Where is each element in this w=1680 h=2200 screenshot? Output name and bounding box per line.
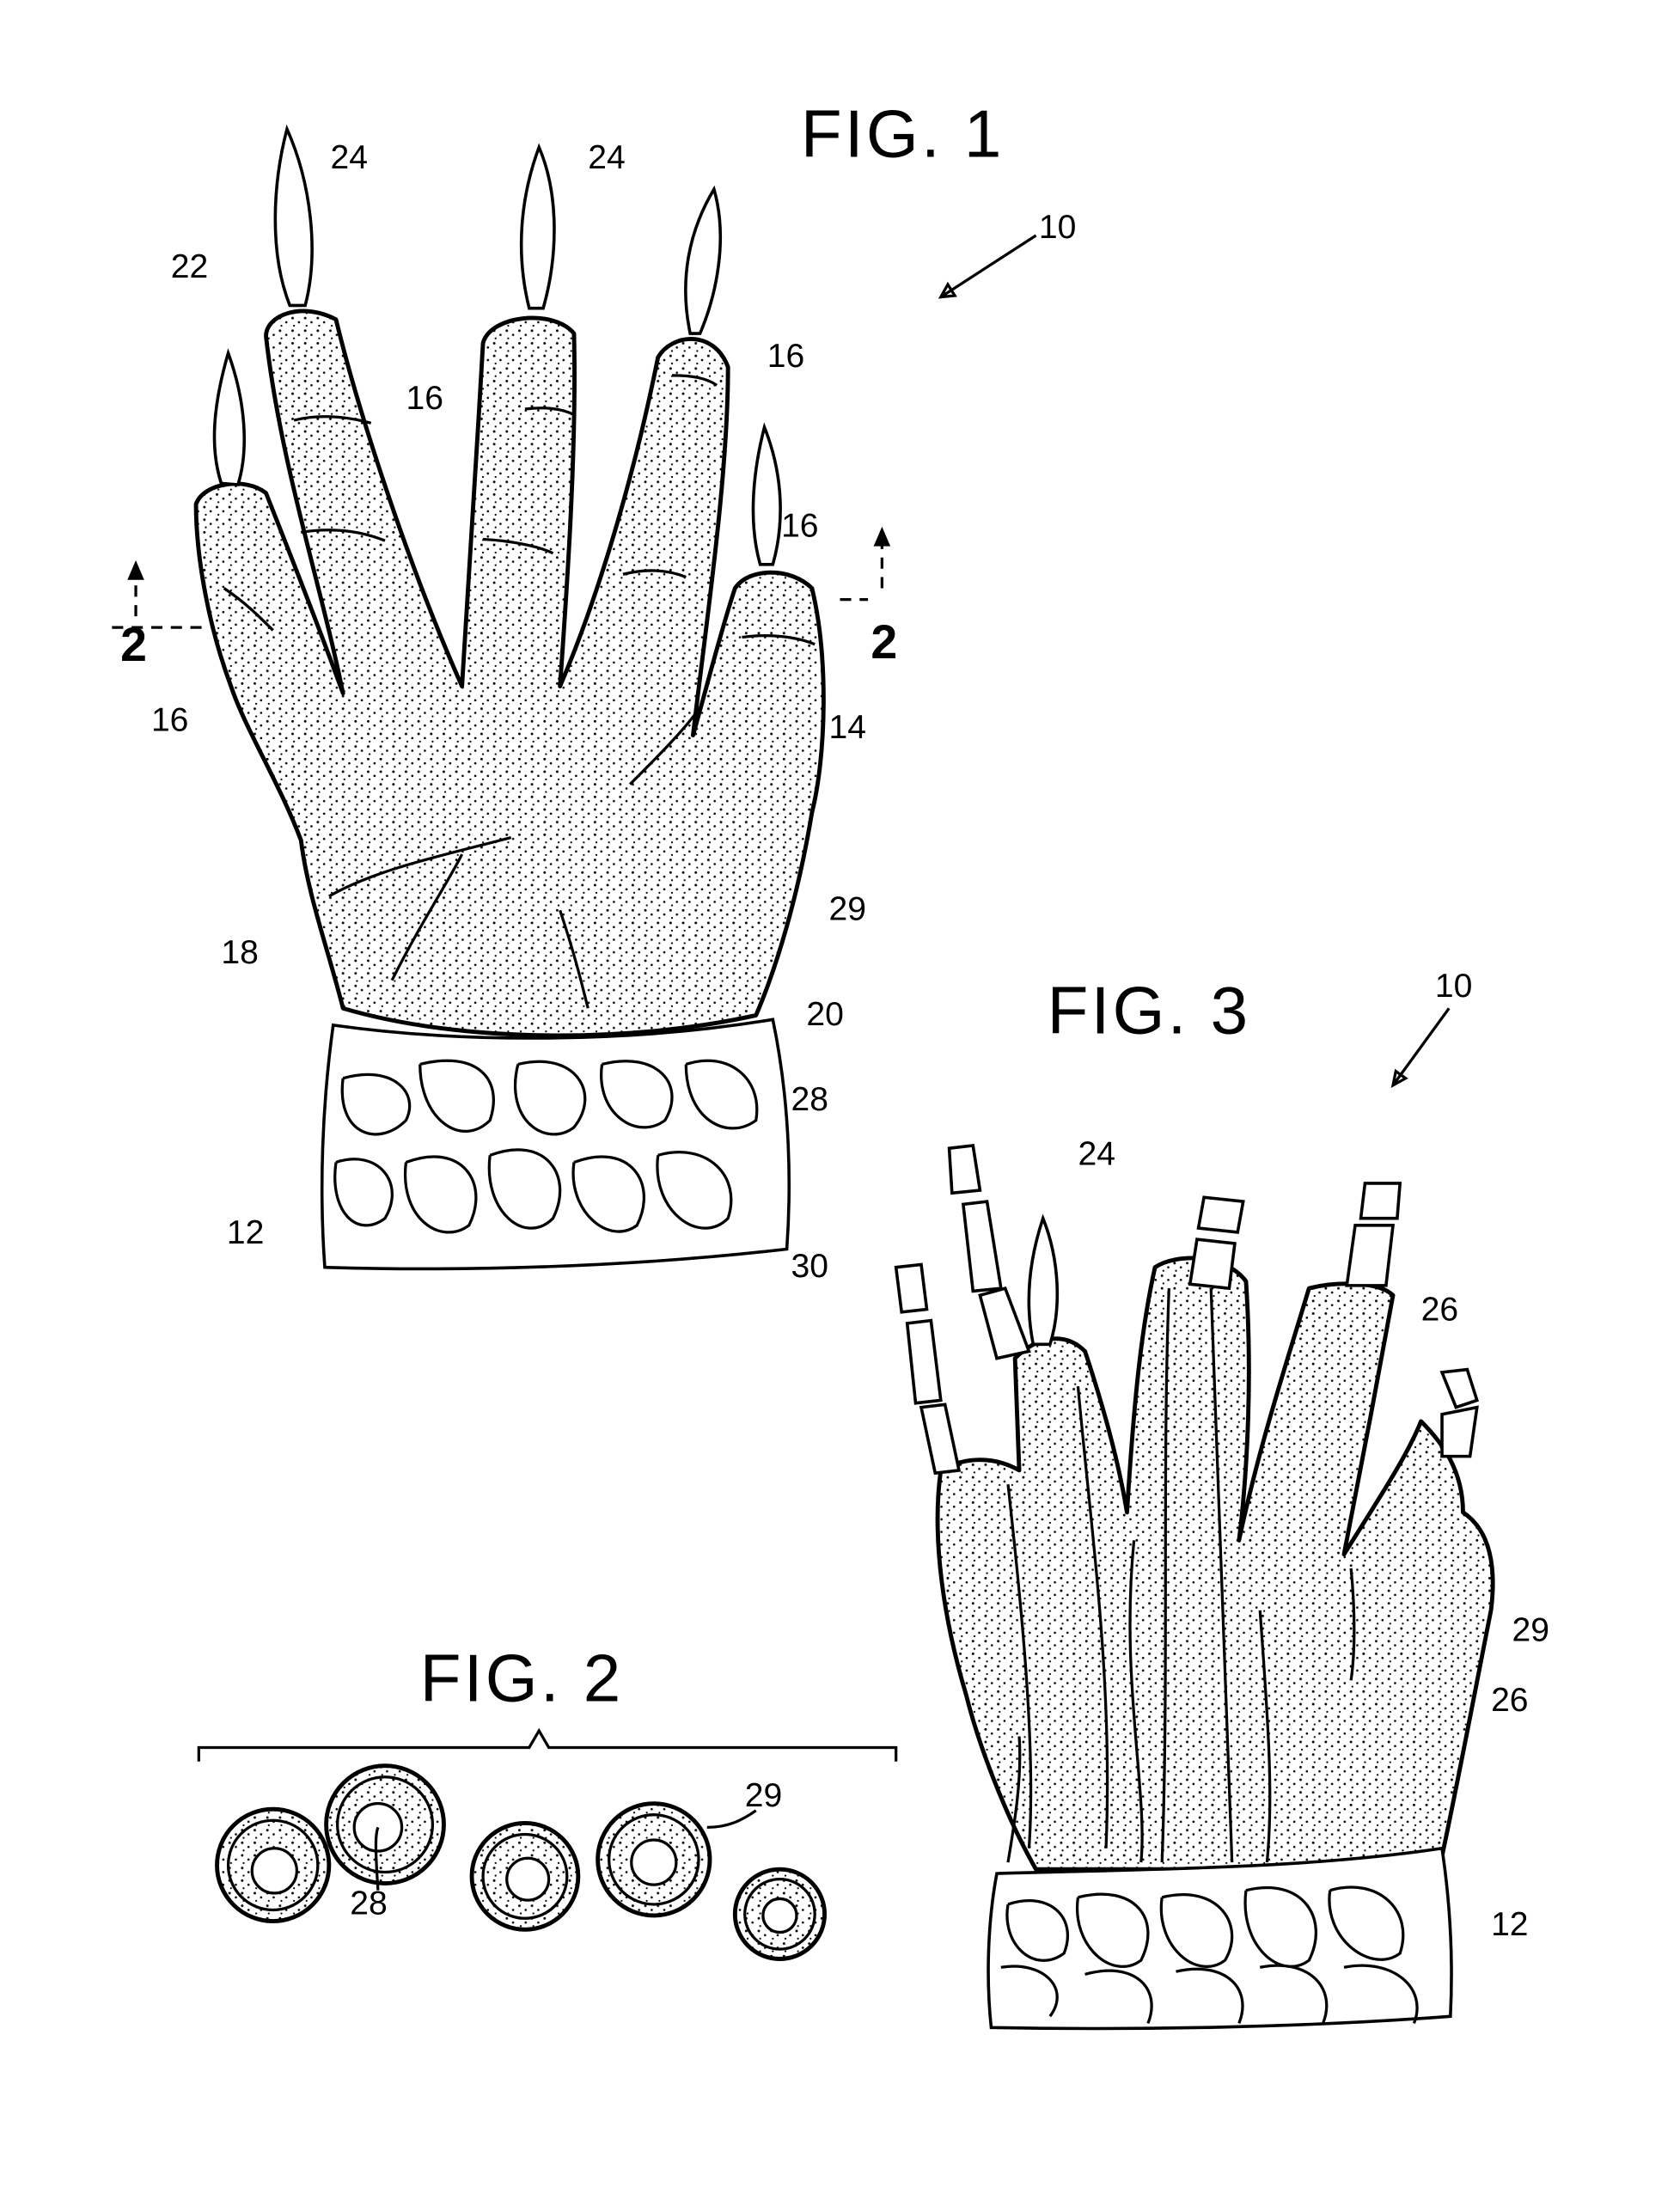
ref-22: 22 [171,248,208,285]
ref-28: 28 [791,1081,828,1118]
fig2-cross-sections [197,1727,898,1961]
claw-5 [751,422,782,566]
ref-26: 26 [1421,1292,1458,1329]
exposed-bones [894,1143,1480,1476]
ref-24: 24 [588,139,625,176]
ref-18: 18 [221,934,258,971]
ref-12: 12 [1491,1906,1528,1943]
ref-16: 16 [767,338,804,375]
ref-16: 16 [781,507,818,544]
ref-16: 16 [151,702,188,739]
fig3-title: FIG. 3 [1048,973,1251,1048]
section-mark-2: 2 [871,615,897,669]
finger-section [732,1867,828,1961]
claw-2 [273,124,314,308]
fig1-hand [112,124,1037,1271]
ref-12: 12 [227,1214,264,1251]
claw-3 [519,143,556,310]
claw-1 [212,348,247,486]
ref-29: 29 [828,891,865,928]
section-line [112,543,884,629]
ref-24: 24 [330,139,367,176]
ref-14: 14 [828,709,865,746]
ref-10: 10 [1435,968,1472,1005]
fig1-cuff [320,1018,791,1271]
fig3-arrow [1390,1007,1451,1089]
fig2-title: FIG. 2 [420,1641,624,1716]
ref-26: 26 [1491,1682,1528,1719]
ref-29: 29 [745,1777,782,1814]
ref-30: 30 [791,1248,828,1285]
claw-4 [684,185,722,335]
finger-section [324,1763,446,1885]
fig3-hand [894,1007,1495,2031]
finger-section [215,1806,332,1923]
ref-28: 28 [350,1885,387,1922]
fig3-cuff [987,1846,1453,2031]
finger-section [469,1821,581,1932]
ref-16: 16 [406,380,443,417]
ref-10: 10 [1039,209,1076,246]
fig1-arrow [938,234,1037,299]
ref-24: 24 [1078,1136,1115,1173]
finger-section [596,1801,712,1918]
section-mark-2: 2 [120,618,147,671]
fig1-title: FIG. 1 [801,96,1005,172]
fig2-brace [197,1727,898,1762]
ref-29: 29 [1512,1612,1549,1649]
ref-20: 20 [806,996,843,1033]
